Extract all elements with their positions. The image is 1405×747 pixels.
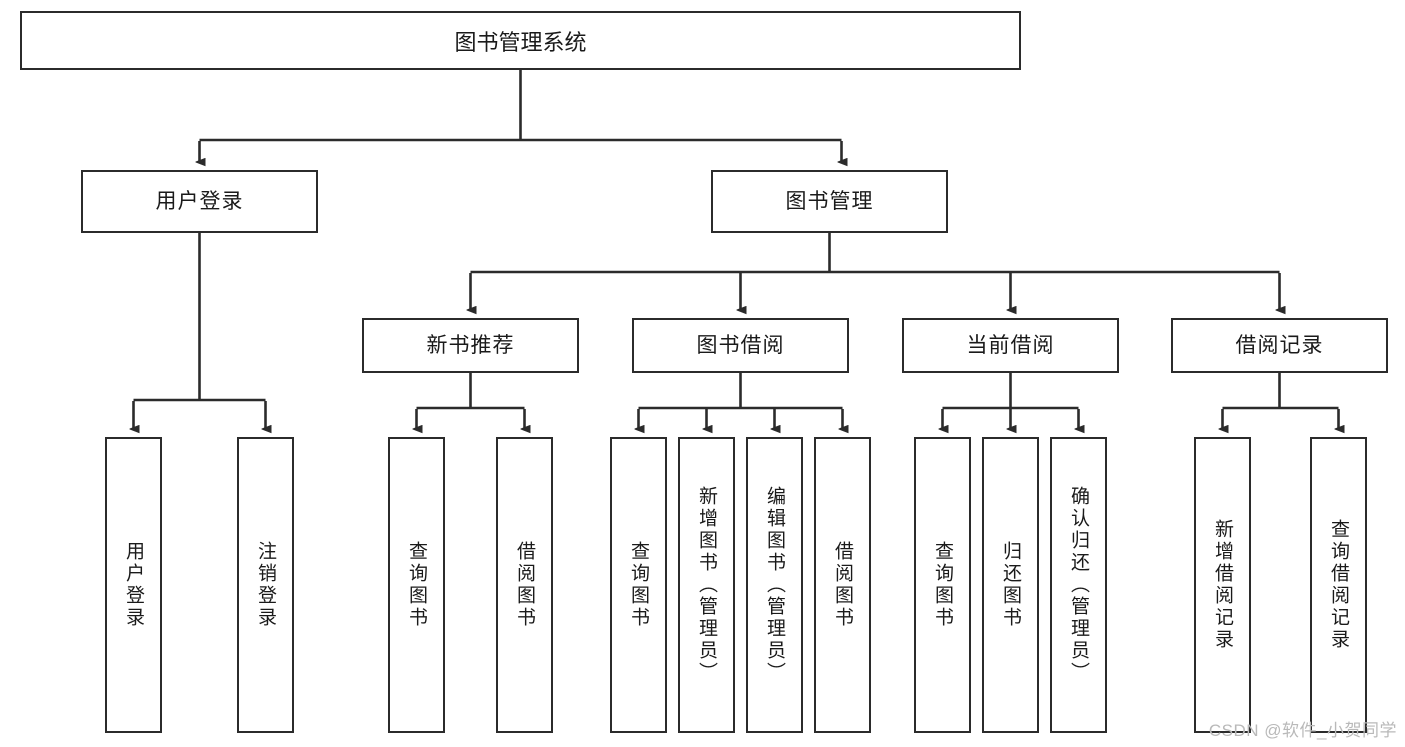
leaf-label: 新增图书（管理员） (696, 486, 717, 684)
leaf-label: 编辑图书（管理员） (764, 486, 785, 684)
node-borrow-record[interactable]: 借阅记录 (1171, 318, 1388, 373)
node-new-book-recommend[interactable]: 新书推荐 (362, 318, 579, 373)
leaf-label: 借阅图书 (514, 541, 535, 629)
leaf-label: 注销登录 (255, 541, 276, 629)
node-leaf-query-book-2[interactable]: 查询图书 (610, 437, 667, 733)
node-book-borrow[interactable]: 图书借阅 (632, 318, 849, 373)
node-leaf-query-book-1[interactable]: 查询图书 (388, 437, 445, 733)
node-leaf-query-book-3[interactable]: 查询图书 (914, 437, 971, 733)
node-leaf-user-login[interactable]: 用户登录 (105, 437, 162, 733)
node-leaf-add-record[interactable]: 新增借阅记录 (1194, 437, 1251, 733)
leaf-label: 新增借阅记录 (1212, 519, 1233, 651)
watermark-text: CSDN @软件_小贺同学 (1208, 721, 1397, 740)
node-leaf-query-record[interactable]: 查询借阅记录 (1310, 437, 1367, 733)
leaf-label: 借阅图书 (832, 541, 853, 629)
node-leaf-user-logout[interactable]: 注销登录 (237, 437, 294, 733)
leaf-label: 用户登录 (123, 541, 144, 629)
node-current-borrow[interactable]: 当前借阅 (902, 318, 1119, 373)
leaf-label: 查询图书 (406, 541, 427, 629)
node-book-manage[interactable]: 图书管理 (711, 170, 948, 233)
node-root[interactable]: 图书管理系统 (20, 11, 1021, 70)
node-leaf-add-book[interactable]: 新增图书（管理员） (678, 437, 735, 733)
leaf-label: 确认归还（管理员） (1068, 486, 1089, 684)
leaf-label: 查询图书 (932, 541, 953, 629)
node-leaf-borrow-book-2[interactable]: 借阅图书 (814, 437, 871, 733)
node-leaf-return-book[interactable]: 归还图书 (982, 437, 1039, 733)
node-user-login[interactable]: 用户登录 (81, 170, 318, 233)
leaf-label: 归还图书 (1000, 541, 1021, 629)
node-leaf-edit-book[interactable]: 编辑图书（管理员） (746, 437, 803, 733)
node-leaf-confirm-return[interactable]: 确认归还（管理员） (1050, 437, 1107, 733)
leaf-label: 查询借阅记录 (1328, 519, 1349, 651)
leaf-label: 查询图书 (628, 541, 649, 629)
node-leaf-borrow-book-1[interactable]: 借阅图书 (496, 437, 553, 733)
